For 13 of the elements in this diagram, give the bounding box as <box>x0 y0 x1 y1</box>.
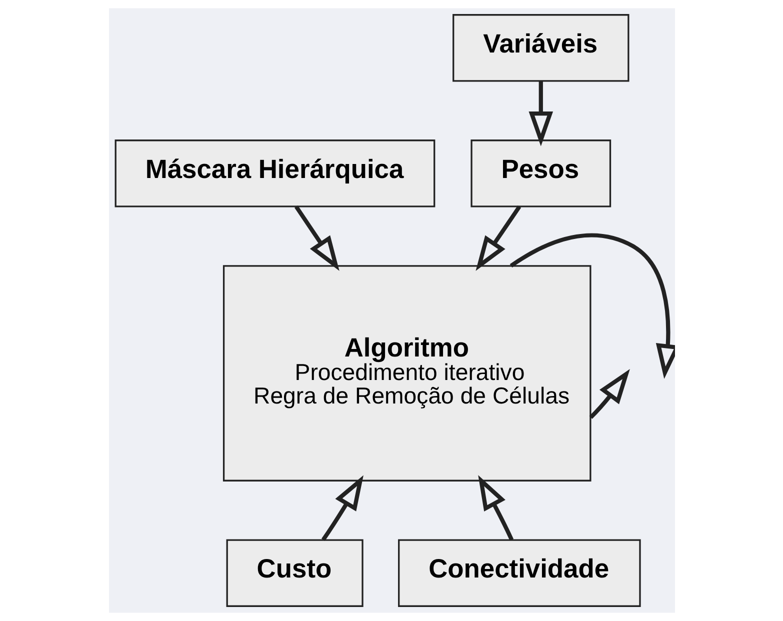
node-box: Custo <box>226 539 363 607</box>
arrow <box>588 369 630 419</box>
arrow <box>528 81 553 146</box>
arrow <box>320 475 363 542</box>
node-box: Conectividade <box>398 539 640 607</box>
node-box: Variáveis <box>452 14 629 82</box>
arrow <box>509 233 674 379</box>
arrow <box>475 205 521 271</box>
node-box: Máscara Hierárquica <box>114 140 435 208</box>
arrow <box>294 206 339 271</box>
arrow <box>478 475 514 541</box>
node-box: Algoritmo Procedimento iterativo Regra de Remoção de Células <box>222 265 591 482</box>
node-box: Pesos <box>470 140 611 208</box>
